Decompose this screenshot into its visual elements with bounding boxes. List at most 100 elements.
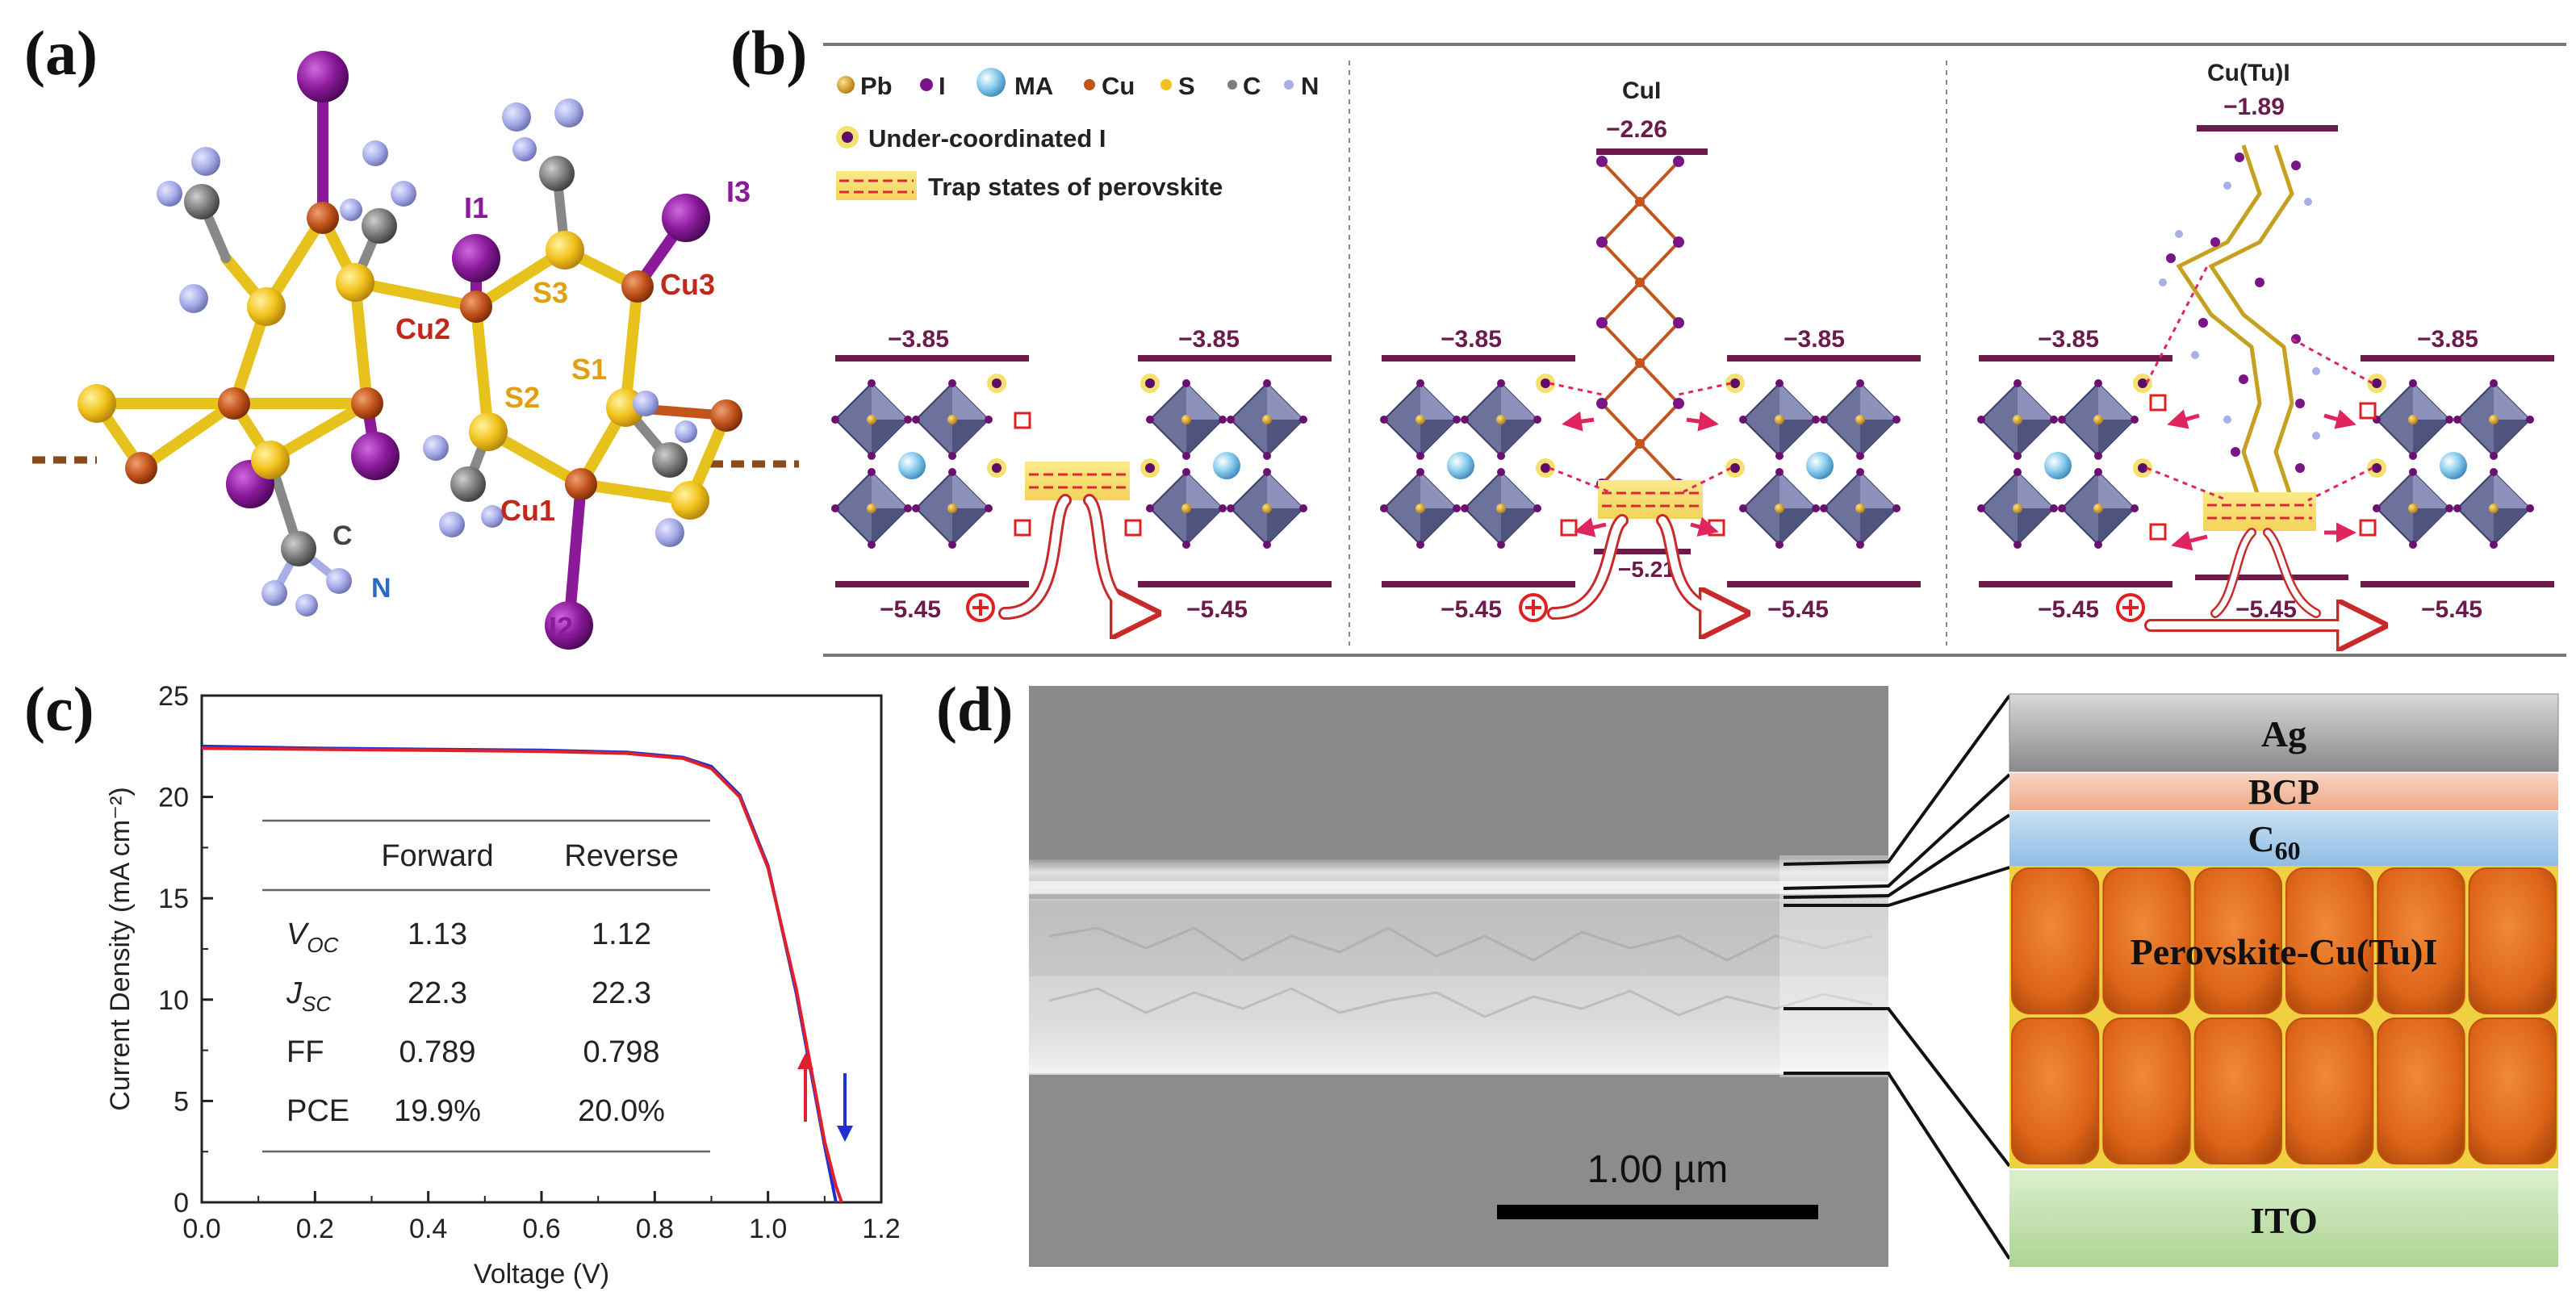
label-S1: S1 — [571, 353, 607, 386]
x-tick-label: 1.0 — [749, 1214, 787, 1244]
table-row-label: VOC — [286, 917, 339, 957]
section-title-cutui: Cu(Tu)I — [2207, 60, 2290, 86]
table-header-forward: Forward — [381, 839, 493, 873]
svg-text:−3.85: −3.85 — [1178, 326, 1240, 353]
svg-text:−3.85: −3.85 — [1784, 326, 1845, 353]
perovskite-grain — [2193, 1018, 2283, 1164]
layer-bcp: BCP — [2248, 772, 2319, 812]
perovskite-grain — [2193, 867, 2283, 1014]
table-row-label: JSC — [286, 976, 331, 1016]
layer-c60: C60 — [2248, 818, 2300, 865]
section-title-cui: CuI — [1622, 77, 1661, 104]
label-I3: I3 — [726, 175, 751, 208]
svg-text:N: N — [1301, 72, 1319, 100]
svg-text:MA: MA — [1014, 72, 1053, 100]
series-layer — [201, 744, 843, 1203]
svg-text:Cu: Cu — [1102, 72, 1135, 100]
svg-text:I: I — [939, 72, 946, 100]
svg-text:−5.45: −5.45 — [1186, 596, 1248, 623]
legend: Pb I MA Cu S C N Under-coordinated I Tra… — [836, 68, 1319, 201]
y-tick-label: 15 — [158, 884, 189, 914]
svg-text:−5.45: −5.45 — [1441, 596, 1502, 623]
y-ticks: 0 5 10 15 20 25 — [158, 681, 213, 1218]
svg-text:Pb: Pb — [860, 72, 893, 100]
y-tick-label: 10 — [158, 985, 189, 1016]
table-cell-forward: 22.3 — [408, 976, 467, 1010]
table-header-reverse: Reverse — [564, 839, 679, 873]
top-level-cui: −2.26 — [1606, 116, 1667, 143]
series-line-forward — [201, 746, 843, 1203]
label-C: C — [332, 520, 353, 551]
top-level-cutui: −1.89 — [2223, 94, 2285, 120]
label-Cu3: Cu3 — [660, 268, 715, 301]
table-row-label: FF — [286, 1035, 324, 1069]
label-S3: S3 — [533, 276, 568, 309]
svg-text:−3.85: −3.85 — [888, 326, 949, 353]
y-tick-label: 5 — [174, 1086, 189, 1117]
panel-label-a: (a) — [24, 18, 98, 88]
svg-text:−5.45: −5.45 — [880, 596, 941, 623]
table-cell-forward: 19.9% — [394, 1094, 481, 1128]
x-tick-label: 0.4 — [409, 1214, 447, 1244]
layer-ito: ITO — [2250, 1200, 2318, 1241]
x-tick-label: 0.6 — [522, 1214, 560, 1244]
layer-perovskite: Perovskite-Cu(Tu)I — [2131, 931, 2438, 972]
perovskite-grain — [2285, 1018, 2374, 1164]
label-Cu1: Cu1 — [500, 494, 555, 527]
perovskite-grain — [2011, 1018, 2100, 1164]
perovskite-grain — [2377, 1018, 2465, 1164]
molecular-structure: I1 I3 I2 Cu2 Cu3 Cu1 S3 S2 S1 C N — [32, 51, 799, 650]
y-tick-label: 25 — [158, 681, 189, 712]
svg-text:S: S — [1178, 72, 1195, 100]
table-cell-reverse: 22.3 — [592, 976, 651, 1010]
svg-text:−3.85: −3.85 — [1441, 326, 1502, 353]
table-cell-forward: 1.13 — [408, 917, 467, 951]
label-I2: I2 — [549, 611, 573, 644]
svg-text:−5.45: −5.45 — [2235, 596, 2297, 623]
perovskite-grain — [2468, 1018, 2557, 1164]
layer-ag: Ag — [2261, 713, 2306, 754]
legend-under-coordinated: Under-coordinated I — [868, 124, 1106, 153]
svg-text:−5.45: −5.45 — [2038, 596, 2099, 623]
layer-stack: Ag BCP C60 Perovskite-Cu(Tu)I ITO — [2009, 693, 2559, 1267]
svg-text:C: C — [1243, 72, 1261, 100]
hole-symbols — [966, 593, 2145, 622]
svg-text:−5.45: −5.45 — [2421, 596, 2482, 623]
svg-text:−3.85: −3.85 — [2038, 326, 2099, 353]
table-cell-reverse: 20.0% — [578, 1094, 665, 1128]
table-cell-forward: 0.789 — [399, 1035, 475, 1069]
x-tick-label: 0.2 — [296, 1214, 334, 1244]
legend-trap-states: Trap states of perovskite — [928, 173, 1223, 201]
table-row-label: PCE — [286, 1094, 349, 1128]
series-line-reverse — [201, 744, 838, 1203]
table-cell-reverse: 0.798 — [583, 1035, 659, 1069]
x-axis-label: Voltage (V) — [474, 1259, 609, 1289]
perovskite-grain — [2102, 1018, 2191, 1164]
panel-label-d: (d) — [936, 674, 1013, 744]
panel-label-c: (c) — [24, 674, 94, 744]
y-tick-label: 0 — [174, 1188, 189, 1218]
y-tick-label: 20 — [158, 783, 189, 813]
perovskite-grain — [2102, 867, 2191, 1014]
label-N: N — [371, 573, 391, 604]
label-S2: S2 — [504, 381, 540, 414]
perovskite-grain — [2011, 867, 2100, 1014]
perovskite-blocks — [830, 378, 2535, 550]
svg-text:−5.21: −5.21 — [1618, 557, 1675, 582]
energy-diagram: Pb I MA Cu S C N Under-coordinated I Tra… — [823, 43, 2566, 657]
svg-text:−3.85: −3.85 — [2417, 326, 2478, 353]
label-Cu2: Cu2 — [395, 312, 450, 345]
perovskite-grain — [2377, 867, 2465, 1014]
cb-levels: −3.85 −3.85 −3.85 −3.85 −3.85 −3.85 — [835, 326, 2554, 362]
x-tick-label: 0.8 — [636, 1214, 674, 1244]
y-axis-label: Current Density (mA cm⁻²) — [105, 787, 136, 1110]
x-tick-label: 0.0 — [182, 1214, 220, 1244]
sem-image: 1.00 µm — [1029, 686, 1888, 1267]
svg-text:−5.45: −5.45 — [1767, 596, 1829, 623]
cross-section: 1.00 µm Ag BCP C60 Perovskite-Cu(Tu)I IT… — [1029, 686, 2559, 1267]
perovskite-grain — [2468, 867, 2557, 1014]
